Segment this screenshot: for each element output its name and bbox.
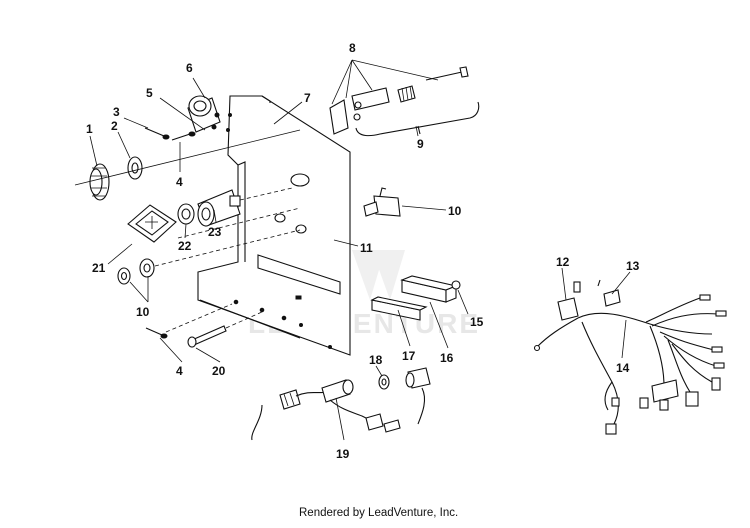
callout-4-bottom: 4 [176, 364, 183, 378]
callout-20: 20 [212, 364, 226, 378]
callout-3: 3 [113, 105, 120, 119]
callout-16: 16 [440, 351, 454, 365]
lamp-harness-part-19 [251, 379, 401, 441]
screw-part-15 [451, 280, 461, 290]
callout-2: 2 [111, 119, 118, 133]
callout-9: 9 [417, 137, 424, 151]
panel-hole-large [290, 173, 310, 187]
callout-10-right: 10 [448, 204, 462, 218]
bracket-part-9 [355, 101, 480, 137]
callout-11: 11 [360, 241, 373, 255]
screw-part-4-bottom [145, 327, 168, 339]
bracket-part-17 [370, 296, 428, 321]
bracket-part-16 [400, 275, 458, 303]
callout-labels: 1 2 3 4 5 6 7 8 9 10 11 12 13 14 15 16 1… [86, 41, 640, 461]
toggle-switch-part-10 [363, 187, 401, 217]
screw-part-3 [144, 127, 170, 140]
callout-19: 19 [336, 447, 350, 461]
callout-17: 17 [402, 349, 416, 363]
connector-part-12 [557, 281, 581, 321]
nut-part-22 [177, 203, 195, 225]
callout-5: 5 [146, 86, 153, 100]
callout-15: 15 [470, 315, 484, 329]
callout-12: 12 [556, 255, 570, 269]
callout-13: 13 [626, 259, 640, 273]
bolt-part-20 [187, 325, 227, 348]
connector-part-13 [597, 279, 621, 307]
callout-18: 18 [369, 353, 383, 367]
switch-cover-part-21 [127, 204, 177, 243]
nut-part-1 [89, 163, 110, 201]
callout-6: 6 [186, 61, 193, 75]
callout-22: 22 [178, 239, 192, 253]
callout-21: 21 [92, 261, 106, 275]
screw-part-4-top [171, 131, 196, 141]
callout-10-left: 10 [136, 305, 150, 319]
callout-7: 7 [304, 91, 311, 105]
lock-washer-part-2 [127, 156, 143, 180]
footer-credit: Rendered by LeadVenture, Inc. [299, 507, 458, 519]
light-socket-part-6 [187, 95, 221, 133]
switch-part-23 [197, 189, 241, 227]
watermark-logo [352, 250, 405, 300]
leader-lines [89, 59, 631, 441]
callout-14: 14 [616, 361, 630, 375]
callout-23: 23 [208, 225, 222, 239]
wiring-harness-part-14 [533, 294, 727, 435]
dash-panel [197, 95, 351, 356]
panel-hole-small [274, 213, 286, 223]
switch-assembly-part-8 [329, 66, 469, 135]
callout-8: 8 [349, 41, 356, 55]
socket-part-18 [378, 367, 431, 425]
nut-part-10-left [117, 258, 155, 285]
callout-4-top: 4 [176, 175, 183, 189]
panel-slot [257, 254, 341, 295]
callout-1: 1 [86, 122, 93, 136]
